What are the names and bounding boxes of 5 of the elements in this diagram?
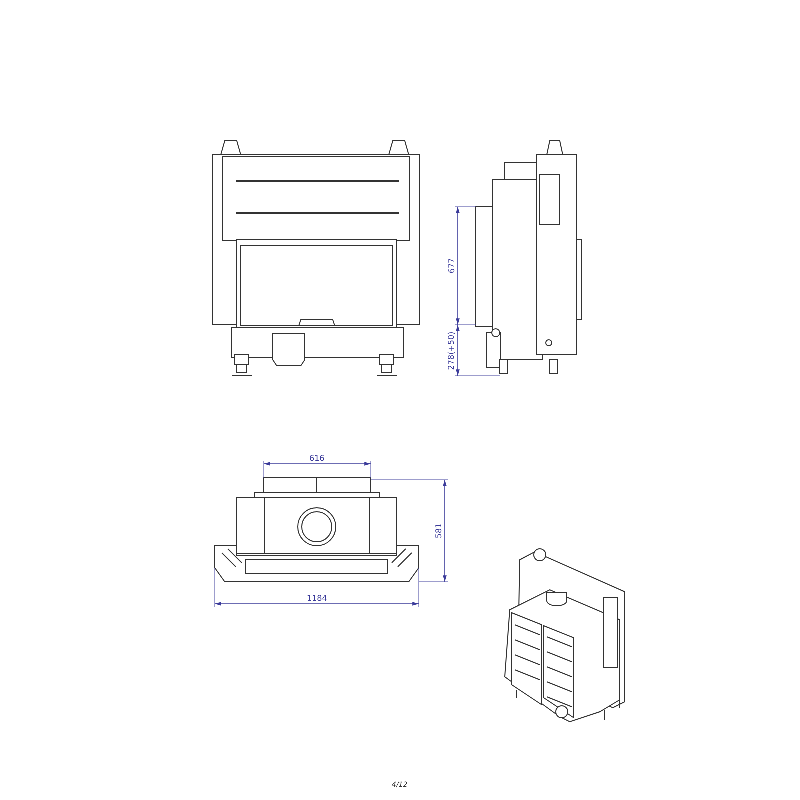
dimension-text: 677 [448, 258, 456, 274]
dimension-text: 616 [310, 455, 325, 463]
dimension-text: 1184 [307, 595, 328, 603]
dimension-text: 581 [435, 523, 444, 539]
dimension-text: 278(+50) [448, 332, 456, 370]
